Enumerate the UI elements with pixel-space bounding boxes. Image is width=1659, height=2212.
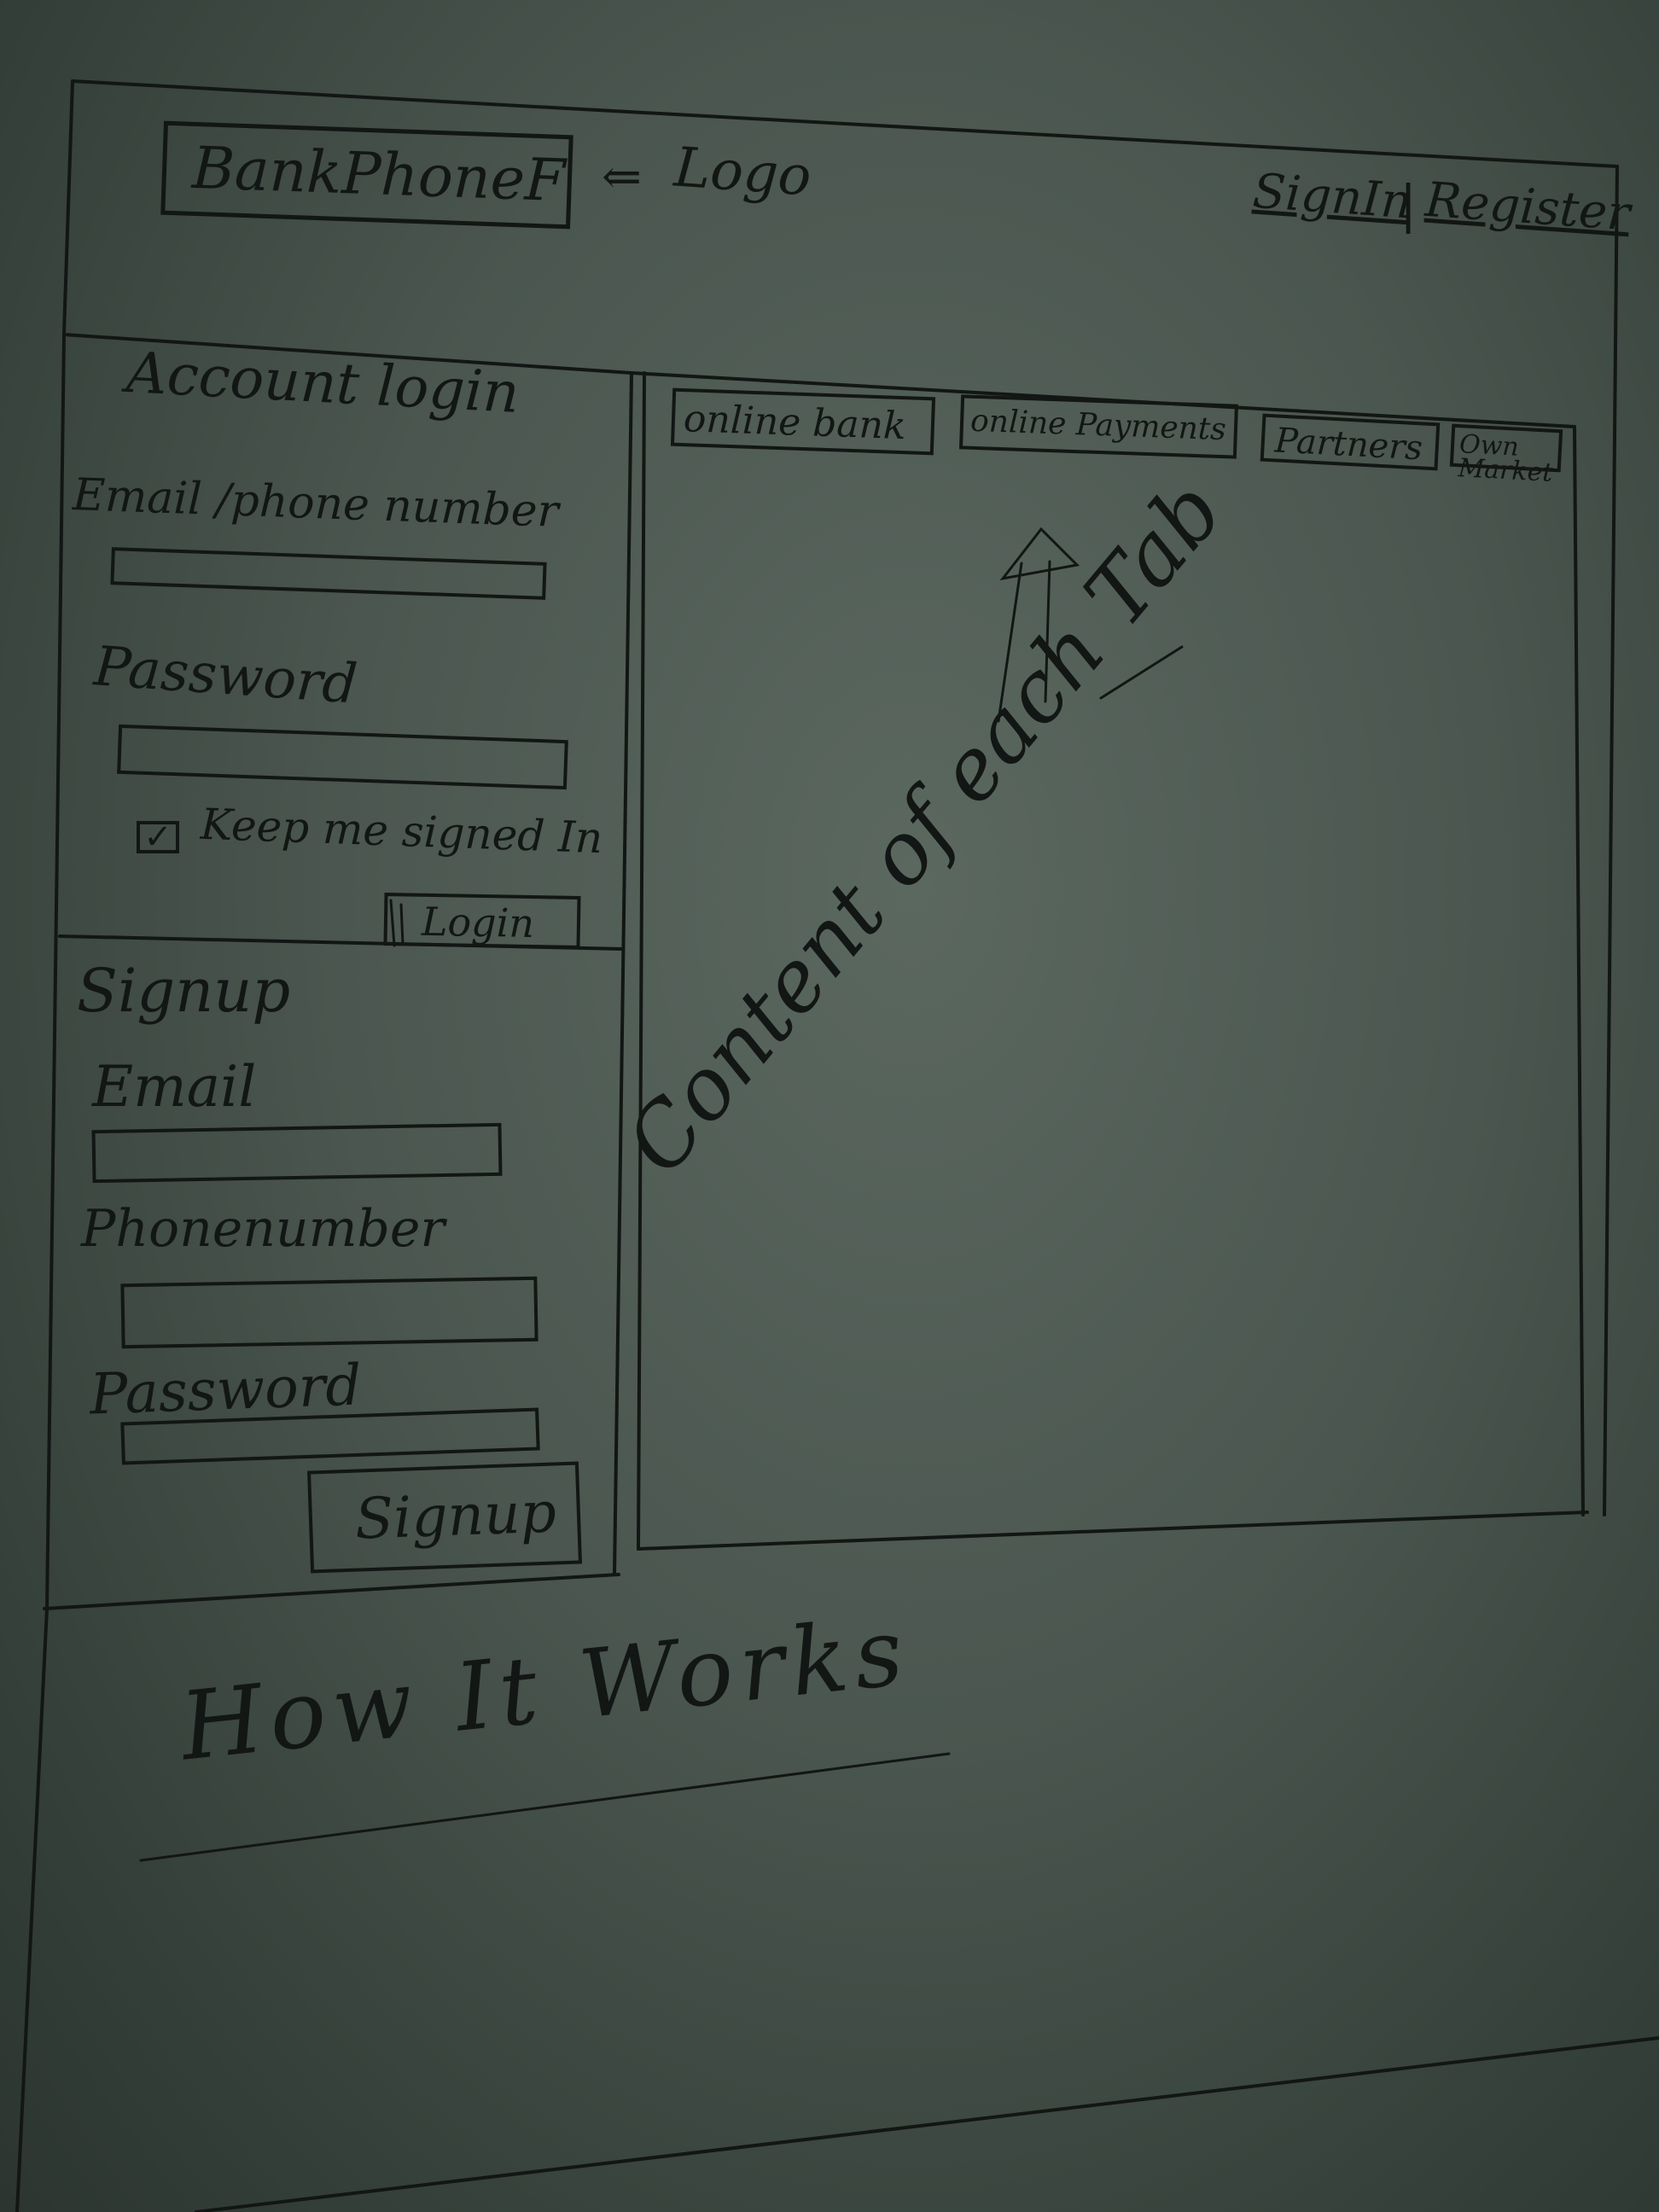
sign-in-link[interactable]: SignIn [1250,163,1414,230]
logo-text: BankPhoneF [190,134,567,216]
tab-content-area: Content of each Tab [606,462,1570,1502]
login-button[interactable]: Login [383,892,581,950]
logo-annotation: Logo [672,136,813,209]
arrow-left-icon: ⇐ [602,149,642,205]
signup-email-field[interactable] [91,1122,503,1184]
keep-signed-in-checkbox[interactable]: ✓ [137,818,179,857]
tab-own-market[interactable]: Own Market [1449,423,1563,488]
phone-number-label: Phonenumber [81,1199,445,1259]
signup-title: Signup [77,956,291,1026]
tab-online-bank-label: online bank [683,397,907,449]
tab-online-payments-label: online Payments [969,403,1227,448]
header-separator: | [1400,175,1417,235]
tab-partners[interactable]: Partners [1260,413,1441,471]
login-button-label: Login [421,898,535,947]
tab-online-bank[interactable]: online bank [670,387,936,456]
tab-online-payments[interactable]: online Payments [958,394,1239,459]
phone-number-field[interactable] [120,1276,538,1349]
signup-button[interactable]: Signup [307,1461,582,1574]
signup-email-label: Email [92,1054,257,1120]
tab-partners-label: Partners [1273,421,1424,469]
signup-button-label: Signup [353,1479,558,1552]
content-annotation: Content of each Tab [606,461,1243,1192]
logo-box[interactable]: BankPhoneF [160,120,573,230]
